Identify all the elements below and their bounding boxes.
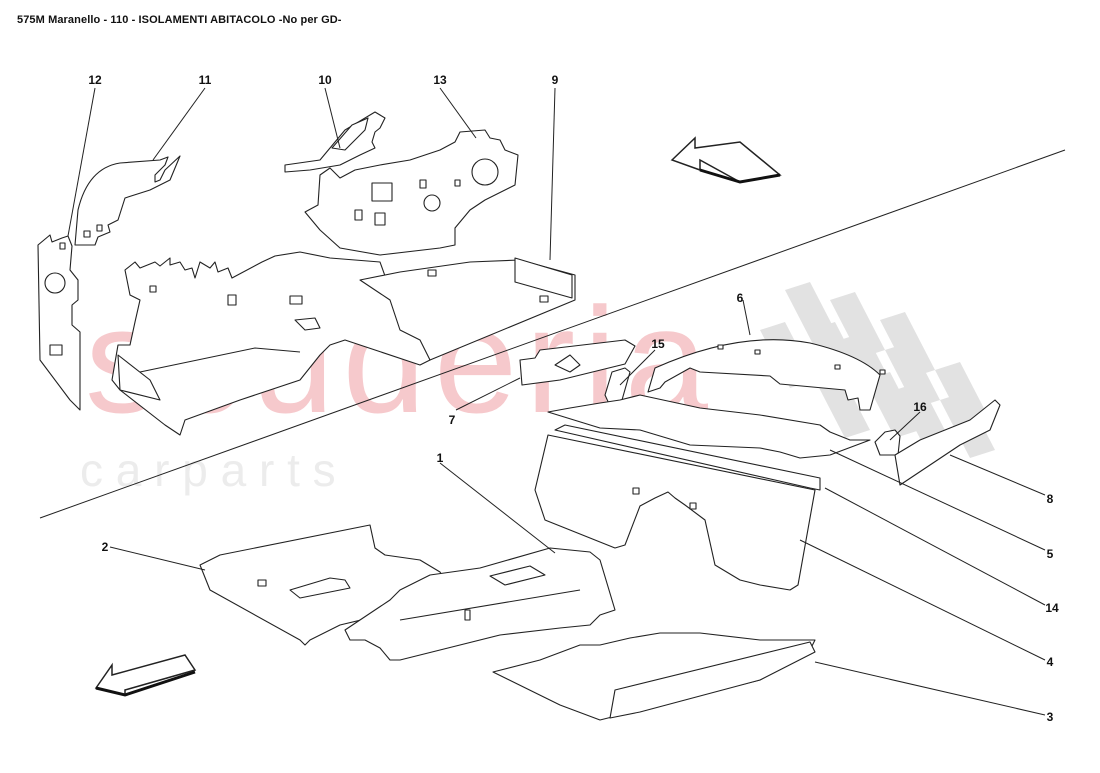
callout-8[interactable]: 8: [1047, 492, 1054, 506]
part-7-strip[interactable]: [519, 339, 636, 386]
part-14-rail[interactable]: [554, 424, 821, 491]
callout-labels: 12 11 10 13 9 6 15 7 16 8 1 5 2 14 4 3: [88, 73, 1059, 724]
part-2-floor-panel[interactable]: [199, 524, 446, 646]
callout-16[interactable]: 16: [913, 400, 927, 414]
section-divider-line: [39, 149, 1066, 519]
callout-14[interactable]: 14: [1045, 601, 1059, 615]
callout-10[interactable]: 10: [318, 73, 332, 87]
part-13-bulkhead[interactable]: [304, 129, 519, 256]
callout-7[interactable]: 7: [449, 413, 456, 427]
direction-arrow-up-left-icon: [670, 136, 782, 184]
callout-6[interactable]: 6: [737, 291, 744, 305]
callout-9[interactable]: 9: [552, 73, 559, 87]
leader-lines: [67, 87, 1046, 716]
part-5-flat-strip[interactable]: [547, 394, 871, 459]
callout-11[interactable]: 11: [199, 73, 212, 87]
page-title: 575M Maranello - 110 - ISOLAMENTI ABITAC…: [17, 14, 342, 26]
part-6-shelf[interactable]: [647, 339, 886, 411]
callout-5[interactable]: 5: [1047, 547, 1054, 561]
part-9-floor-plate[interactable]: [359, 257, 576, 361]
watermark-secondary: c a r p a r t s: [80, 444, 336, 496]
callout-4[interactable]: 4: [1047, 655, 1054, 669]
callout-13[interactable]: 13: [433, 73, 447, 87]
direction-arrow-down-left-icon: [94, 654, 197, 697]
part-left-floor-assembly[interactable]: [111, 251, 431, 436]
callout-3[interactable]: 3: [1047, 710, 1054, 724]
part-1-tunnel[interactable]: [344, 547, 616, 661]
part-10-bracket[interactable]: [284, 111, 386, 173]
callout-15[interactable]: 15: [651, 337, 665, 351]
part-4-firewall-panel[interactable]: [534, 434, 816, 591]
callout-1[interactable]: 1: [437, 451, 444, 465]
part-12-side-panel[interactable]: [37, 234, 81, 411]
part-8-end-panel[interactable]: [894, 399, 1001, 486]
callout-12[interactable]: 12: [88, 73, 102, 87]
callout-2[interactable]: 2: [102, 540, 109, 554]
part-3-floor-tray[interactable]: [492, 632, 816, 721]
part-11-curved-panel[interactable]: [74, 155, 181, 246]
direction-arrows: [94, 136, 782, 697]
